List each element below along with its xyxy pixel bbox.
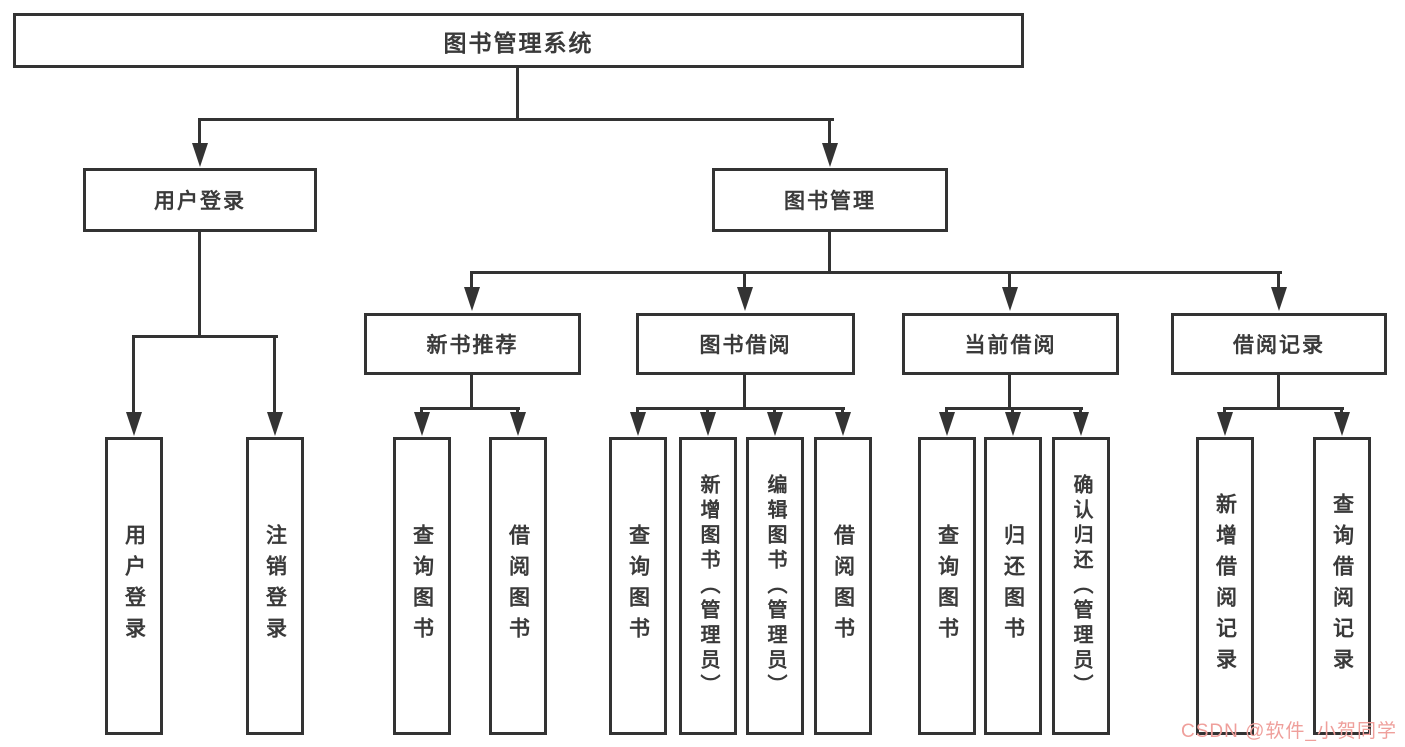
node-leaf-add-books-admin-label: 新增图书（管理员）	[697, 473, 719, 699]
connector-line	[773, 407, 776, 416]
node-leaf-query-books-3-label: 查询图书	[935, 524, 959, 648]
arrowhead-down-icon	[126, 412, 142, 436]
connector-line	[198, 118, 834, 121]
node-current-borrowing-label: 当前借阅	[964, 334, 1057, 357]
node-leaf-borrow-books-2-label: 借阅图书	[831, 524, 855, 648]
node-new-book-recommend-label: 新书推荐	[426, 334, 519, 357]
node-leaf-confirm-return-admin: 确认归还（管理员）	[1052, 437, 1110, 735]
connector-line	[132, 335, 278, 338]
connector-line	[198, 118, 201, 147]
arrowhead-down-icon	[835, 412, 851, 436]
node-root: 图书管理系统	[13, 13, 1024, 68]
arrowhead-down-icon	[192, 143, 208, 167]
node-leaf-borrow-books-1-label: 借阅图书	[506, 524, 530, 648]
connector-line	[516, 407, 519, 416]
arrowhead-down-icon	[1005, 412, 1021, 436]
connector-line	[1008, 375, 1011, 410]
connector-line	[198, 232, 201, 338]
connector-line	[1277, 271, 1280, 291]
node-user-login: 用户登录	[83, 168, 317, 232]
connector-line	[743, 271, 746, 291]
connector-line	[828, 232, 831, 274]
node-leaf-logout-label: 注销登录	[263, 524, 287, 648]
connector-line	[1079, 407, 1082, 416]
node-leaf-add-borrow-record: 新增借阅记录	[1196, 437, 1254, 735]
arrowhead-down-icon	[1073, 412, 1089, 436]
connector-line	[945, 407, 1083, 410]
node-leaf-query-books-3: 查询图书	[918, 437, 976, 735]
connector-line	[1008, 271, 1011, 291]
connector-line	[273, 335, 276, 416]
node-root-label: 图书管理系统	[443, 29, 594, 56]
arrowhead-down-icon	[464, 287, 480, 311]
node-leaf-query-books-1: 查询图书	[393, 437, 451, 735]
node-leaf-add-books-admin: 新增图书（管理员）	[679, 437, 737, 735]
arrowhead-down-icon	[737, 287, 753, 311]
node-borrowing-records: 借阅记录	[1171, 313, 1387, 375]
node-leaf-user-login-label: 用户登录	[122, 524, 146, 648]
node-leaf-user-login: 用户登录	[105, 437, 163, 735]
node-book-borrowing: 图书借阅	[636, 313, 855, 375]
connector-line	[470, 375, 473, 410]
node-leaf-query-books-2-label: 查询图书	[626, 524, 650, 648]
connector-line	[945, 407, 948, 416]
node-leaf-query-borrow-record: 查询借阅记录	[1313, 437, 1371, 735]
arrowhead-down-icon	[1334, 412, 1350, 436]
node-leaf-edit-books-admin-label: 编辑图书（管理员）	[764, 473, 786, 699]
watermark-text: CSDN @软件_小贺同学	[1181, 721, 1397, 742]
connector-line	[1223, 407, 1344, 410]
node-book-management-label: 图书管理	[784, 190, 876, 213]
node-leaf-return-books-label: 归还图书	[1001, 524, 1025, 648]
arrowhead-down-icon	[1271, 287, 1287, 311]
connector-line	[470, 271, 473, 291]
node-leaf-add-borrow-record-label: 新增借阅记录	[1213, 493, 1237, 679]
node-book-management: 图书管理	[712, 168, 948, 232]
node-book-borrowing-label: 图书借阅	[699, 334, 792, 357]
node-leaf-query-borrow-record-label: 查询借阅记录	[1330, 493, 1354, 679]
arrowhead-down-icon	[939, 412, 955, 436]
connector-line	[1011, 407, 1014, 416]
arrowhead-down-icon	[822, 143, 838, 167]
node-leaf-borrow-books-2: 借阅图书	[814, 437, 872, 735]
node-leaf-query-books-2: 查询图书	[609, 437, 667, 735]
connector-line	[828, 118, 831, 147]
connector-line	[636, 407, 845, 410]
arrowhead-down-icon	[414, 412, 430, 436]
connector-line	[470, 271, 1282, 274]
connector-line	[1277, 375, 1280, 410]
node-leaf-borrow-books-1: 借阅图书	[489, 437, 547, 735]
arrowhead-down-icon	[1002, 287, 1018, 311]
arrowhead-down-icon	[1217, 412, 1233, 436]
connector-line	[841, 407, 844, 416]
node-leaf-edit-books-admin: 编辑图书（管理员）	[746, 437, 804, 735]
node-leaf-logout: 注销登录	[246, 437, 304, 735]
arrowhead-down-icon	[267, 412, 283, 436]
connector-line	[1223, 407, 1226, 416]
connector-line	[706, 407, 709, 416]
connector-line	[420, 407, 423, 416]
connector-line	[516, 68, 519, 120]
node-leaf-confirm-return-admin-label: 确认归还（管理员）	[1070, 473, 1092, 699]
arrowhead-down-icon	[700, 412, 716, 436]
arrowhead-down-icon	[630, 412, 646, 436]
connector-line	[420, 407, 520, 410]
node-leaf-query-books-1-label: 查询图书	[410, 524, 434, 648]
arrowhead-down-icon	[767, 412, 783, 436]
connector-line	[743, 375, 746, 410]
node-current-borrowing: 当前借阅	[902, 313, 1119, 375]
arrowhead-down-icon	[510, 412, 526, 436]
connector-line	[132, 335, 135, 416]
node-borrowing-records-label: 借阅记录	[1233, 334, 1325, 357]
connector-line	[1340, 407, 1343, 416]
node-leaf-return-books: 归还图书	[984, 437, 1042, 735]
node-new-book-recommend: 新书推荐	[364, 313, 581, 375]
connector-line	[636, 407, 639, 416]
node-user-login-label: 用户登录	[154, 190, 246, 213]
